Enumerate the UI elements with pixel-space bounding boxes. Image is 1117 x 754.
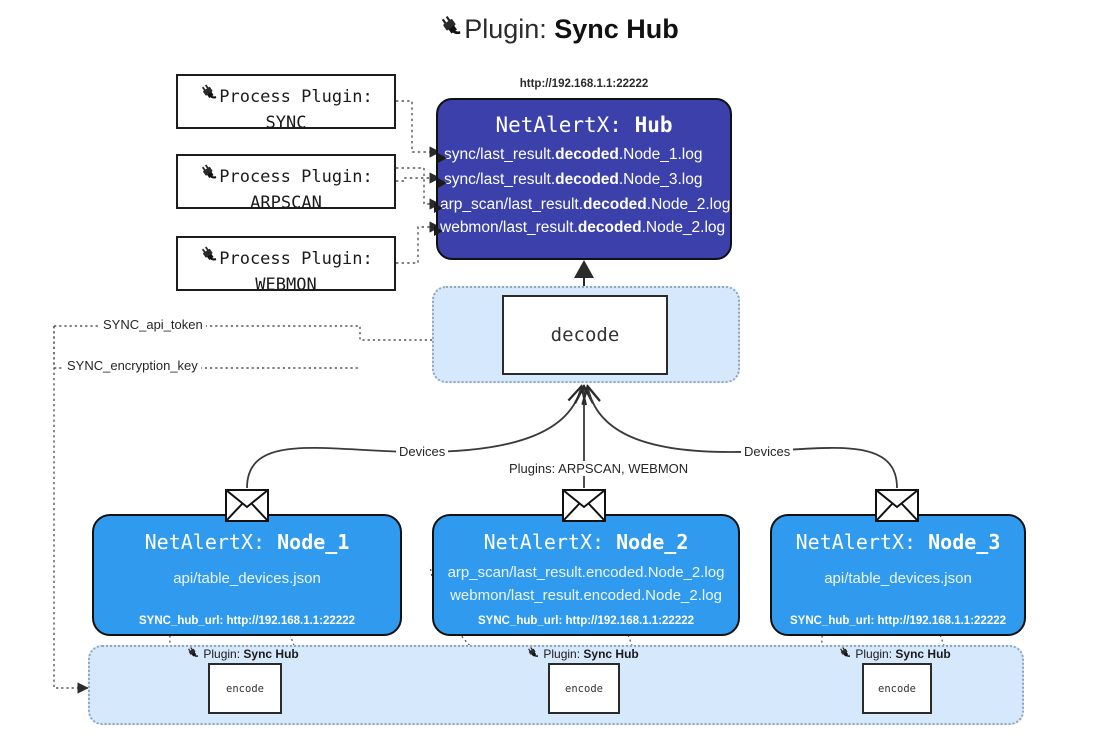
node-title-prefix: NetAlertX: bbox=[483, 530, 605, 554]
encode-caption-3: Plugin: Sync Hub bbox=[838, 646, 951, 661]
envelope-icon bbox=[225, 489, 269, 527]
node-footer: SYNC_hub_url: http://192.168.1.1:22222 bbox=[138, 615, 356, 627]
process-plugin-label: Process Plugin: bbox=[219, 86, 373, 107]
plug-icon bbox=[438, 14, 464, 47]
node-row: webmon/last_result.encoded.Node_2.log bbox=[450, 587, 722, 604]
hub-title: NetAlertX: Hub bbox=[438, 113, 730, 137]
secret-label-encryption-key: SYNC_encryption_key bbox=[64, 358, 201, 373]
node-title-prefix: NetAlertX: bbox=[795, 530, 917, 554]
hub-log-pre: arp_scan/last_result. bbox=[440, 196, 584, 213]
node-title-name: Node_3 bbox=[928, 530, 1001, 554]
process-plugin-name: SYNC bbox=[265, 112, 307, 133]
node-footer: SYNC_hub_url: http://192.168.1.1:22222 bbox=[789, 615, 1007, 627]
process-plugin-box-webmon[interactable]: Process Plugin: WEBMON bbox=[176, 236, 396, 295]
hub-log-mid: decoded bbox=[555, 146, 619, 163]
hub-title-prefix: NetAlertX: bbox=[495, 113, 622, 137]
process-plugin-box-sync[interactable]: Process Plugin: SYNC bbox=[176, 74, 396, 133]
process-plugin-label: Process Plugin: bbox=[219, 248, 373, 269]
envelope-icon bbox=[875, 489, 919, 527]
plug-icon bbox=[186, 647, 203, 661]
process-plugin-box-arpscan[interactable]: Process Plugin: ARPSCAN bbox=[176, 154, 396, 213]
node-card-node-2[interactable]: NetAlertX: Node_2 arp_scan/last_result.e… bbox=[432, 514, 740, 636]
page-title: Plugin: Sync Hub bbox=[0, 14, 1117, 47]
node-title: NetAlertX: Node_2 bbox=[434, 530, 738, 554]
hub-log-line-2: sync/last_result.decoded.Node_3.log bbox=[438, 171, 703, 189]
encode-caption-name: Sync Hub bbox=[583, 647, 639, 661]
decode-label: decode bbox=[550, 324, 620, 346]
node-title-name: Node_2 bbox=[616, 530, 689, 554]
node-card-node-3[interactable]: NetAlertX: Node_3 api/table_devices.json… bbox=[770, 514, 1026, 636]
edge-label-devices-left: Devices bbox=[396, 444, 449, 459]
secret-label-api-token: SYNC_api_token bbox=[100, 317, 206, 332]
plug-icon bbox=[199, 83, 219, 111]
hub-log-mid: decoded bbox=[583, 196, 647, 213]
encode-caption-name: Sync Hub bbox=[895, 647, 951, 661]
node-row: arp_scan/last_result.encoded.Node_2.log bbox=[447, 564, 725, 581]
encode-label: encode bbox=[226, 682, 264, 695]
hub-log-line-4: webmon/last_result.decoded.Node_2.log bbox=[434, 219, 726, 237]
process-plugin-name: WEBMON bbox=[255, 274, 317, 295]
hub-log-mid: decoded bbox=[577, 219, 642, 236]
node-footer: SYNC_hub_url: http://192.168.1.1:22222 bbox=[477, 615, 695, 627]
encode-box-3[interactable]: encode bbox=[862, 663, 932, 714]
process-plugin-name: ARPSCAN bbox=[250, 192, 322, 213]
plug-icon bbox=[199, 245, 219, 273]
node-row: api/table_devices.json bbox=[824, 570, 972, 587]
hub-log-mid: decoded bbox=[555, 171, 619, 188]
hub-log-line-1: sync/last_result.decoded.Node_1.log bbox=[438, 146, 703, 164]
plug-icon bbox=[199, 163, 219, 191]
envelope-icon bbox=[562, 489, 606, 527]
node-title: NetAlertX: Node_1 bbox=[94, 530, 400, 554]
encode-box-2[interactable]: encode bbox=[548, 663, 620, 714]
hub-log-post: .Node_2.log bbox=[641, 219, 726, 236]
encode-caption-prefix: Plugin: bbox=[543, 647, 581, 661]
decode-box[interactable]: decode bbox=[502, 295, 668, 375]
hub-log-post: .Node_3.log bbox=[618, 171, 703, 188]
node-row: api/table_devices.json bbox=[173, 570, 321, 587]
hub-log-line-3: arp_scan/last_result.decoded.Node_2.log bbox=[434, 196, 731, 214]
triangle-marker-icon bbox=[438, 150, 447, 168]
edge-label-devices-right: Devices bbox=[741, 444, 794, 459]
triangle-marker-icon bbox=[434, 200, 443, 218]
plug-icon bbox=[526, 647, 543, 661]
hub-log-pre: webmon/last_result. bbox=[440, 219, 578, 236]
triangle-marker-icon bbox=[434, 223, 443, 241]
triangle-marker-icon bbox=[438, 175, 447, 193]
edge-label-plugins-center: Plugins: ARPSCAN, WEBMON bbox=[506, 461, 692, 476]
encode-caption-prefix: Plugin: bbox=[855, 647, 893, 661]
hub-title-name: Hub bbox=[634, 113, 673, 137]
encode-box-1[interactable]: encode bbox=[208, 663, 282, 714]
node-title: NetAlertX: Node_3 bbox=[772, 530, 1024, 554]
hub-card[interactable]: NetAlertX: Hub sync/last_result.decoded.… bbox=[434, 98, 732, 260]
encode-caption-2: Plugin: Sync Hub bbox=[526, 646, 639, 661]
hub-log-post: .Node_1.log bbox=[618, 146, 703, 163]
encode-caption-name: Sync Hub bbox=[243, 647, 299, 661]
encode-caption-1: Plugin: Sync Hub bbox=[186, 646, 299, 661]
title-name: Sync Hub bbox=[554, 14, 679, 44]
hub-log-pre: sync/last_result. bbox=[444, 171, 556, 188]
title-prefix: Plugin: bbox=[464, 14, 547, 44]
process-plugin-label: Process Plugin: bbox=[219, 166, 373, 187]
hub-log-post: .Node_2.log bbox=[646, 196, 731, 213]
plug-icon bbox=[838, 647, 855, 661]
encode-label: encode bbox=[565, 682, 603, 695]
node-title-name: Node_1 bbox=[277, 530, 350, 554]
node-card-node-1[interactable]: NetAlertX: Node_1 api/table_devices.json… bbox=[92, 514, 402, 636]
hub-log-pre: sync/last_result. bbox=[444, 146, 556, 163]
encode-caption-prefix: Plugin: bbox=[203, 647, 241, 661]
hub-url-label: http://192.168.1.1:22222 bbox=[519, 78, 649, 90]
node-title-prefix: NetAlertX: bbox=[144, 530, 266, 554]
encode-label: encode bbox=[878, 682, 916, 695]
